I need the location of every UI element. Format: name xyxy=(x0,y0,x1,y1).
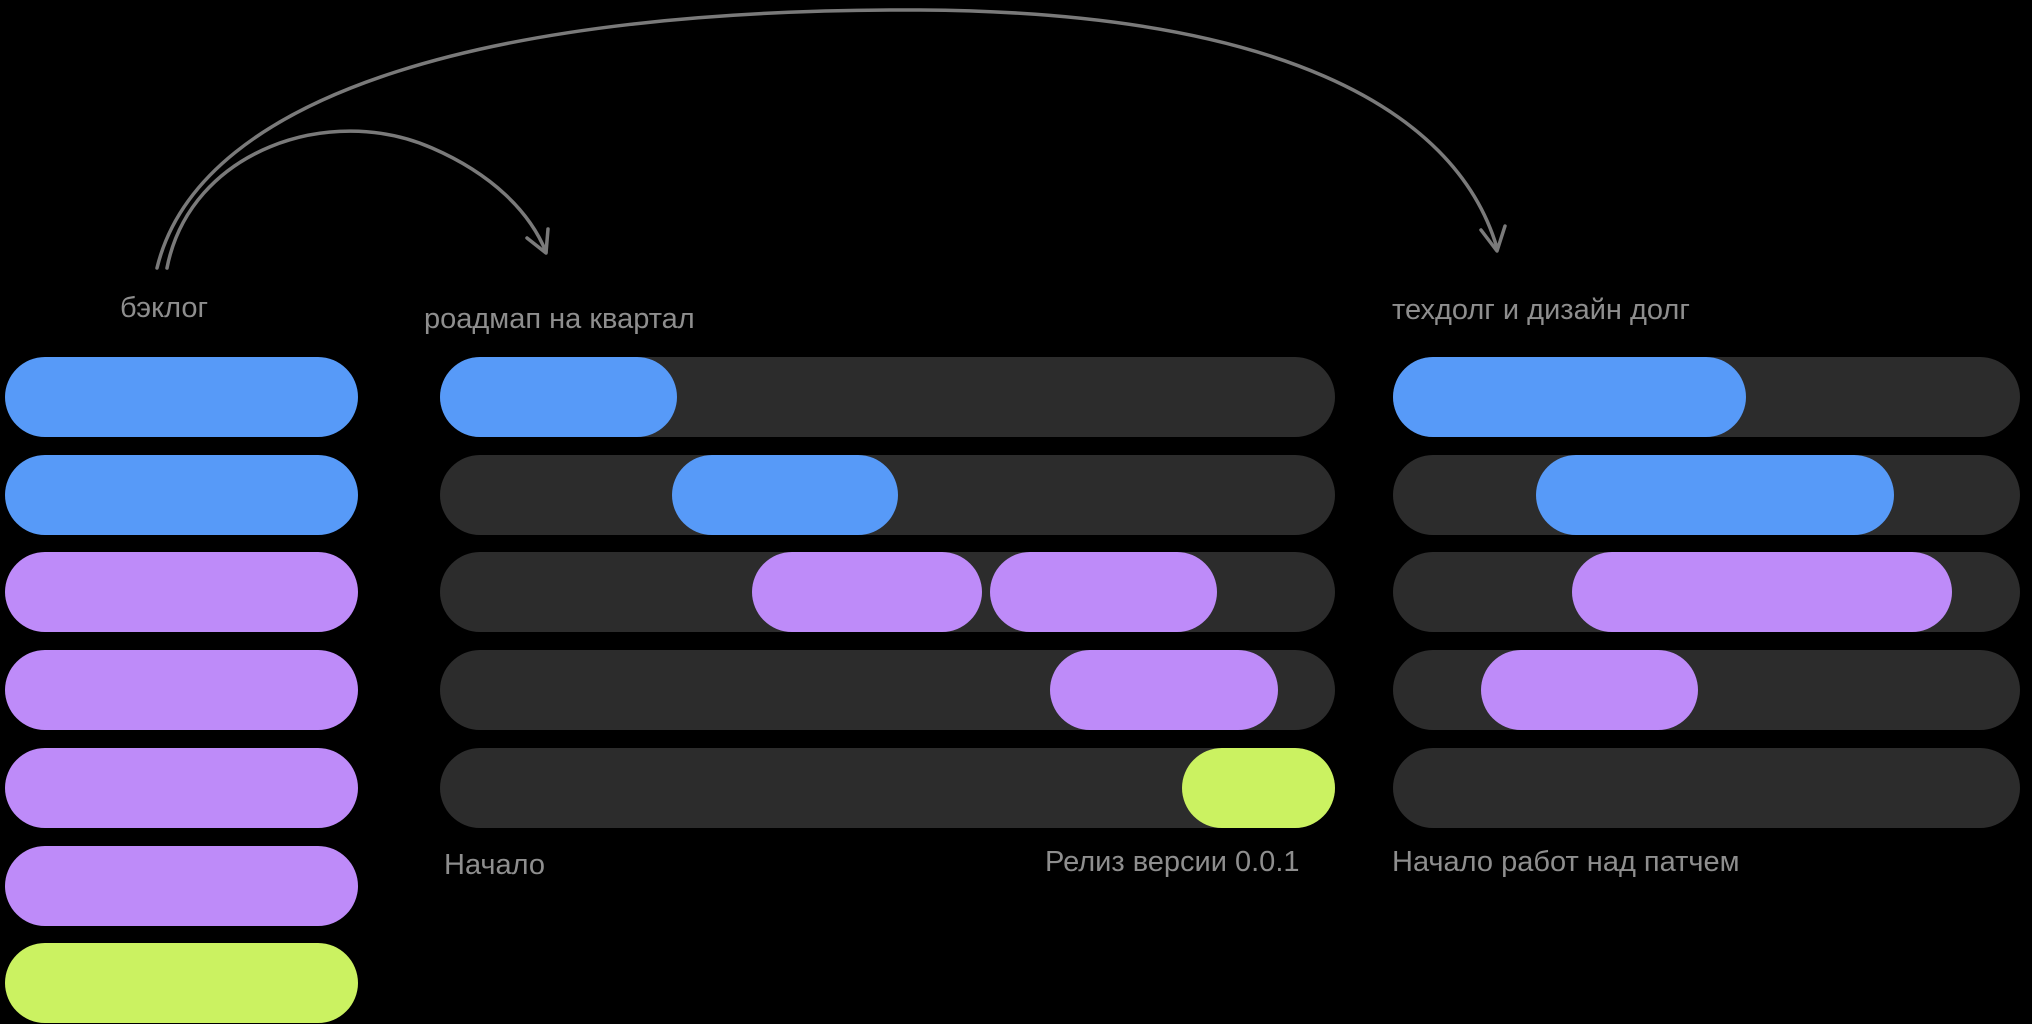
track-row xyxy=(1393,650,2020,730)
backlog-item xyxy=(5,552,358,632)
track-row xyxy=(1393,455,2020,535)
task-segment xyxy=(1182,748,1335,828)
backlog-item xyxy=(5,455,358,535)
track-row xyxy=(440,552,1335,632)
task-segment xyxy=(1536,455,1894,535)
task-segment xyxy=(990,552,1217,632)
track-row xyxy=(1393,552,2020,632)
task-segment xyxy=(672,455,898,535)
debt-label: техдолг и дизайн долг xyxy=(1392,294,1690,326)
track-row xyxy=(440,650,1335,730)
arrow-to-roadmap-curve xyxy=(165,129,548,270)
arrow-to-debt-curve xyxy=(155,8,1499,270)
task-segment xyxy=(1572,552,1952,632)
caption-release: Релиз версии 0.0.1 xyxy=(1045,846,1300,878)
backlog-label: бэклог xyxy=(120,292,209,324)
backlog-item xyxy=(5,357,358,437)
backlog-item xyxy=(5,846,358,926)
roadmap-label: роадмап на квартал xyxy=(424,303,695,335)
task-segment xyxy=(752,552,982,632)
task-segment xyxy=(1393,357,1746,437)
task-segment xyxy=(1050,650,1278,730)
backlog-item xyxy=(5,650,358,730)
task-segment xyxy=(440,357,677,437)
track-row xyxy=(440,357,1335,437)
track-row xyxy=(1393,748,2020,828)
track-row xyxy=(440,455,1335,535)
caption-patch: Начало работ над патчем xyxy=(1392,846,1740,878)
track-row xyxy=(1393,357,2020,437)
track-row xyxy=(440,748,1335,828)
arrow-to-debt-head xyxy=(1479,224,1507,253)
backlog-item xyxy=(5,943,358,1023)
task-segment xyxy=(1481,650,1698,730)
caption-start: Начало xyxy=(444,849,546,881)
backlog-item xyxy=(5,748,358,828)
arrow-to-roadmap-head xyxy=(525,227,550,255)
